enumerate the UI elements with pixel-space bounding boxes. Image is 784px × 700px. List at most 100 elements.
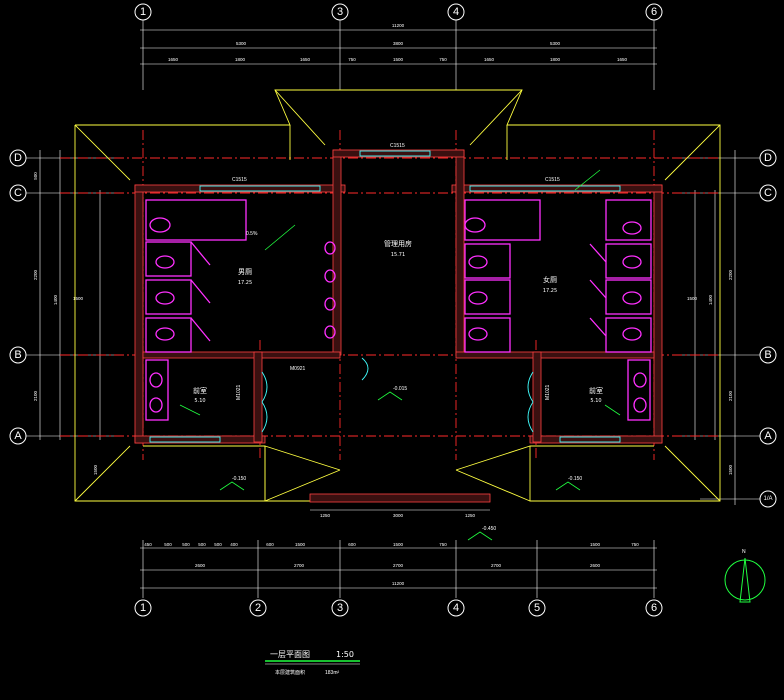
axis-label-C-left: C [14,187,22,199]
level-label-4: -0.450 [482,526,496,532]
dim-bot-r1-2: 500 [164,542,172,547]
dim-bot-r1-11: 750 [439,542,447,547]
axis-label-2-bottom: 2 [255,602,261,614]
dim-top-r3-7: 1650 [484,57,495,62]
room-area-wash-right: 5.10 [590,398,601,404]
drawing-title: 一层平面图 [270,650,310,659]
room-area-men: 17.25 [238,280,252,286]
level-label-1: -0.015 [393,386,407,392]
dim-top-r2-3: 5300 [550,41,561,46]
window-label-c2: C1515 [545,177,560,183]
axis-label-6-bottom: 6 [651,602,657,614]
room-labels: 男厕 17.25 女厕 17.25 管理用房 15.71 前室 5.10 前室 … [193,239,603,404]
axis-label-B-right: B [764,349,771,361]
dim-bot-r1-1: 450 [144,542,152,547]
room-name-wash-left: 前室 [193,386,207,395]
dim-bot-r2-4: 2700 [491,563,502,568]
dim-center-3: 1250 [465,513,476,518]
dim-left-1: 500 [33,172,38,180]
drawing-scale: 1:50 [336,650,354,659]
axis-label-4-bottom: 4 [453,602,459,614]
dim-top-r2-1: 5300 [236,41,247,46]
dim-bot-r1-3: 500 [182,542,190,547]
dim-bot-r1-9: 600 [348,542,356,547]
axis-label-B-left: B [14,349,21,361]
dim-bot-r2-5: 2600 [590,563,601,568]
toilet-stalls-right [464,199,652,421]
dim-top-r3-1: 1650 [168,57,179,62]
title-block: 一层平面图 1:50 本层建筑面积 183m² [265,650,360,676]
dim-top-r3-8: 1800 [550,57,561,62]
top-dimensions: 11200 5300 3800 5300 1650 1800 1650 750 … [140,20,657,90]
drawing-area: 183m² [325,670,340,676]
slope-label: 0.5% [246,231,258,237]
axis-label-1-bottom: 1 [140,602,146,614]
axis-label-4-top: 4 [453,6,459,18]
roof-outline [74,89,721,502]
dim-left-6: 1500 [93,464,98,475]
dim-center-2: 3000 [393,513,404,518]
dim-right-5: 1500 [728,464,733,475]
walls [134,149,663,503]
windows: C1515 C1515 C1515 M0921 M1021 M1021 [149,143,621,443]
dim-right-1: 2200 [728,269,733,280]
dim-left-4: 1400 [53,294,58,305]
axis-label-D-left: D [14,152,22,164]
dim-bot-r2-1: 2600 [195,563,206,568]
axis-label-D-right: D [764,152,772,164]
axis-label-5-bottom: 5 [534,602,540,614]
dim-bot-r1-8: 1500 [295,542,306,547]
door-label-m2: M1021 [545,384,551,400]
dim-bot-r1-10: 1500 [393,542,404,547]
dim-bot-r1-13: 750 [631,542,639,547]
axis-label-1-top: 1 [140,6,146,18]
dim-center-1: 1250 [320,513,331,518]
door-label-m1: M1021 [236,384,242,400]
dim-top-overall: 11200 [392,23,405,28]
room-name-mgmt: 管理用房 [384,239,412,248]
level-label-2: -0.150 [232,476,246,482]
dim-right-3: 1500 [687,296,698,301]
top-axis-bubbles: 1 3 4 6 [134,3,663,21]
axis-label-6-top: 6 [651,6,657,18]
dim-right-4: 2100 [728,390,733,401]
toilet-stalls-left [145,199,336,421]
axis-label-A-left: A [14,430,22,442]
north-label: N [742,549,746,555]
dim-bot-r1-4: 500 [198,542,206,547]
bottom-axis-bubbles: 1 2 3 4 5 6 [134,599,663,617]
room-name-men: 男厕 [238,268,252,276]
dim-left-3: 2100 [33,390,38,401]
dim-right-2: 1400 [708,294,713,305]
dim-bot-r2-3: 2700 [393,563,404,568]
annotations: -0.015 -0.150 -0.150 -0.450 0.5% [179,169,621,541]
north-arrow: N [724,549,766,603]
dim-top-r3-3: 1650 [300,57,311,62]
dim-bot-r1-6: 400 [230,542,238,547]
axis-label-3-bottom: 3 [337,602,343,614]
drawing-subtitle: 本层建筑面积 [275,669,305,676]
axis-label-3-top: 3 [337,6,343,18]
dim-top-r3-9: 1650 [617,57,628,62]
bottom-dimensions: 1250 3000 1250 450 500 500 500 500 400 6… [140,509,657,598]
dim-left-2: 2200 [33,269,38,280]
room-area-wash-left: 5.10 [194,398,205,404]
room-area-women: 17.25 [543,288,557,294]
dim-top-r2-2: 3800 [393,41,404,46]
level-label-3: -0.150 [568,476,582,482]
dim-top-r3-4: 750 [348,57,356,62]
window-label-c3: C1515 [390,143,405,149]
axis-label-1A-right: 1/A [763,496,772,502]
dim-bot-r1-5: 500 [214,542,222,547]
dim-left-5: 1500 [73,296,84,301]
dim-bot-r1-12: 1500 [590,542,601,547]
axis-label-A-right: A [764,430,772,442]
dim-bot-overall: 11200 [392,581,405,586]
window-label-c1: C1515 [232,177,247,183]
dim-bot-r1-7: 600 [266,542,274,547]
dim-bot-r2-2: 2700 [294,563,305,568]
door-label-m0921: M0921 [290,366,306,372]
dim-top-r3-2: 1800 [235,57,246,62]
room-area-mgmt: 15.71 [391,252,405,258]
